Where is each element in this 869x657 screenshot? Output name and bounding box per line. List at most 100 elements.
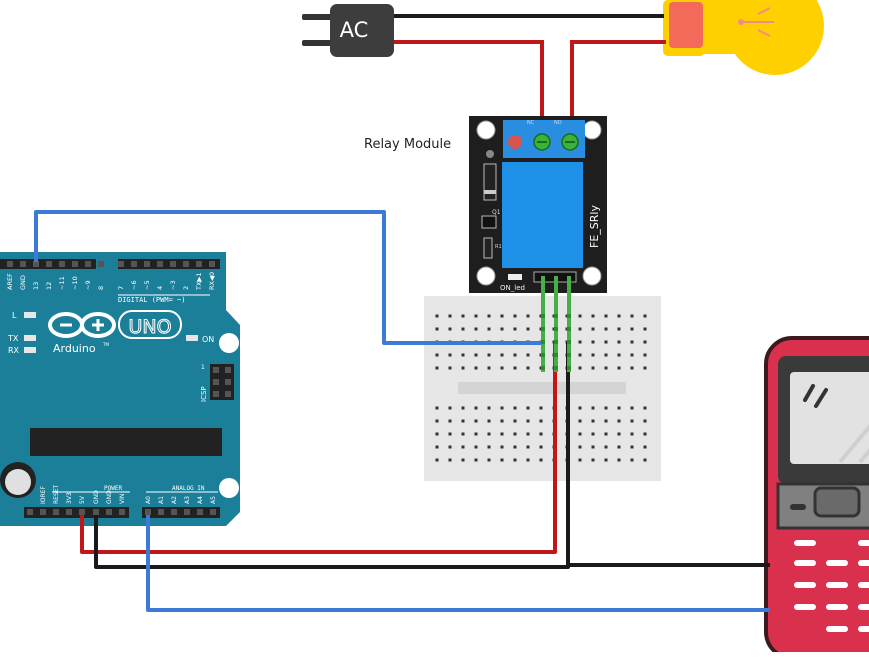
- breadboard-hole-active: [567, 353, 571, 357]
- breadboard-hole: [526, 366, 530, 370]
- phone-keypad: [794, 540, 869, 632]
- breadboard-hole: [435, 353, 439, 357]
- r1-label: R1: [495, 244, 502, 250]
- power-pin-socket: [66, 509, 72, 515]
- icsp-pin: [225, 367, 231, 373]
- uno-label: UNO: [128, 316, 171, 338]
- power-pin-socket: [40, 509, 46, 515]
- breadboard-hole: [578, 327, 582, 331]
- breadboard-hole: [526, 432, 530, 436]
- power-pin-label: 3V3: [66, 492, 73, 504]
- breadboard-hole-active: [554, 327, 558, 331]
- breadboard-hole: [578, 314, 582, 318]
- digital-pin-label: GND: [19, 275, 27, 290]
- breadboard-hole: [487, 327, 491, 331]
- breadboard-hole: [578, 445, 582, 449]
- breadboard-hole: [643, 445, 647, 449]
- breadboard-hole: [617, 432, 621, 436]
- plug-prong-bottom: [302, 40, 332, 46]
- breadboard-hole-active: [541, 314, 545, 318]
- breadboard-hole: [591, 432, 595, 436]
- breadboard-hole: [630, 406, 634, 410]
- breadboard-hole: [435, 366, 439, 370]
- breadboard-hole-active: [554, 340, 558, 344]
- breadboard-hole: [617, 353, 621, 357]
- on-led-arduino: [186, 335, 198, 341]
- breadboard-hole: [630, 353, 634, 357]
- l-led-label: L: [12, 311, 17, 320]
- breadboard-hole-active: [541, 353, 545, 357]
- breadboard-hole: [617, 419, 621, 423]
- relay-cube: [502, 162, 583, 268]
- resistor-r2: [483, 237, 493, 259]
- breadboard-hole: [604, 327, 608, 331]
- breadboard-hole: [461, 445, 465, 449]
- breadboard-hole-active: [554, 353, 558, 357]
- analog-pin-socket: [197, 509, 203, 515]
- digital-pin-sockets: [7, 261, 215, 267]
- arduino-logo: [48, 312, 116, 338]
- digital-pin-label: 2: [182, 286, 190, 290]
- terminal-screw-1: [508, 135, 522, 149]
- wire-pin13-to-relay-in: [34, 210, 543, 345]
- breadboard-hole: [435, 458, 439, 462]
- led-dot: [486, 150, 494, 158]
- phone-key: [794, 604, 816, 610]
- breadboard-hole-active: [567, 340, 571, 344]
- breadboard-hole: [461, 406, 465, 410]
- phone-key: [826, 626, 848, 632]
- power-pin-socket: [53, 509, 59, 515]
- breadboard-channel: [458, 382, 626, 394]
- breadboard-hole: [435, 406, 439, 410]
- breadboard-hole: [526, 314, 530, 318]
- relay-part-label: FE_SRly: [588, 205, 601, 248]
- breadboard-hole: [526, 445, 530, 449]
- power-pin-socket: [119, 509, 125, 515]
- analog-pin-socket: [145, 509, 151, 515]
- breadboard-hole: [578, 340, 582, 344]
- digital-pin-label: ~9: [84, 280, 92, 290]
- breadboard-hole-active: [567, 366, 571, 370]
- rx-led: [24, 347, 36, 353]
- tx-led-label: TX: [7, 334, 19, 343]
- breadboard-hole: [526, 458, 530, 462]
- l-led: [24, 312, 36, 318]
- wire-5v-to-relay-vcc: [80, 343, 557, 554]
- icsp-pin: [213, 379, 219, 385]
- icsp-pin: [225, 391, 231, 397]
- breadboard-hole: [539, 419, 543, 423]
- diode-band: [484, 190, 496, 194]
- digital-pin-socket: [196, 261, 202, 267]
- digital-pin-socket: [59, 261, 65, 267]
- digital-pin-label: ~11: [58, 276, 66, 290]
- power-pin-socket: [27, 509, 33, 515]
- ac-label: AC: [340, 18, 369, 42]
- power-pin-socket: [106, 509, 112, 515]
- breadboard-hole: [617, 314, 621, 318]
- breadboard-hole: [461, 314, 465, 318]
- phone-key: [826, 604, 848, 610]
- breadboard-hole: [435, 419, 439, 423]
- breadboard-hole: [643, 327, 647, 331]
- breadboard-hole: [578, 419, 582, 423]
- phone-key: [858, 604, 869, 610]
- breadboard-hole: [461, 353, 465, 357]
- analog-pin-socket: [171, 509, 177, 515]
- breadboard-hole: [604, 366, 608, 370]
- breadboard-hole: [435, 445, 439, 449]
- breadboard-hole: [591, 314, 595, 318]
- bulb-base: [669, 2, 703, 48]
- breadboard-hole: [461, 458, 465, 462]
- breadboard-hole: [539, 406, 543, 410]
- icsp-pin: [213, 391, 219, 397]
- power-pin-label: RESET: [53, 484, 60, 504]
- diode: [483, 163, 497, 201]
- breadboard-hole: [643, 353, 647, 357]
- icsp-pin: [225, 379, 231, 385]
- breadboard-hole: [435, 314, 439, 318]
- breadboard-hole: [604, 432, 608, 436]
- breadboard-hole-active: [541, 366, 545, 370]
